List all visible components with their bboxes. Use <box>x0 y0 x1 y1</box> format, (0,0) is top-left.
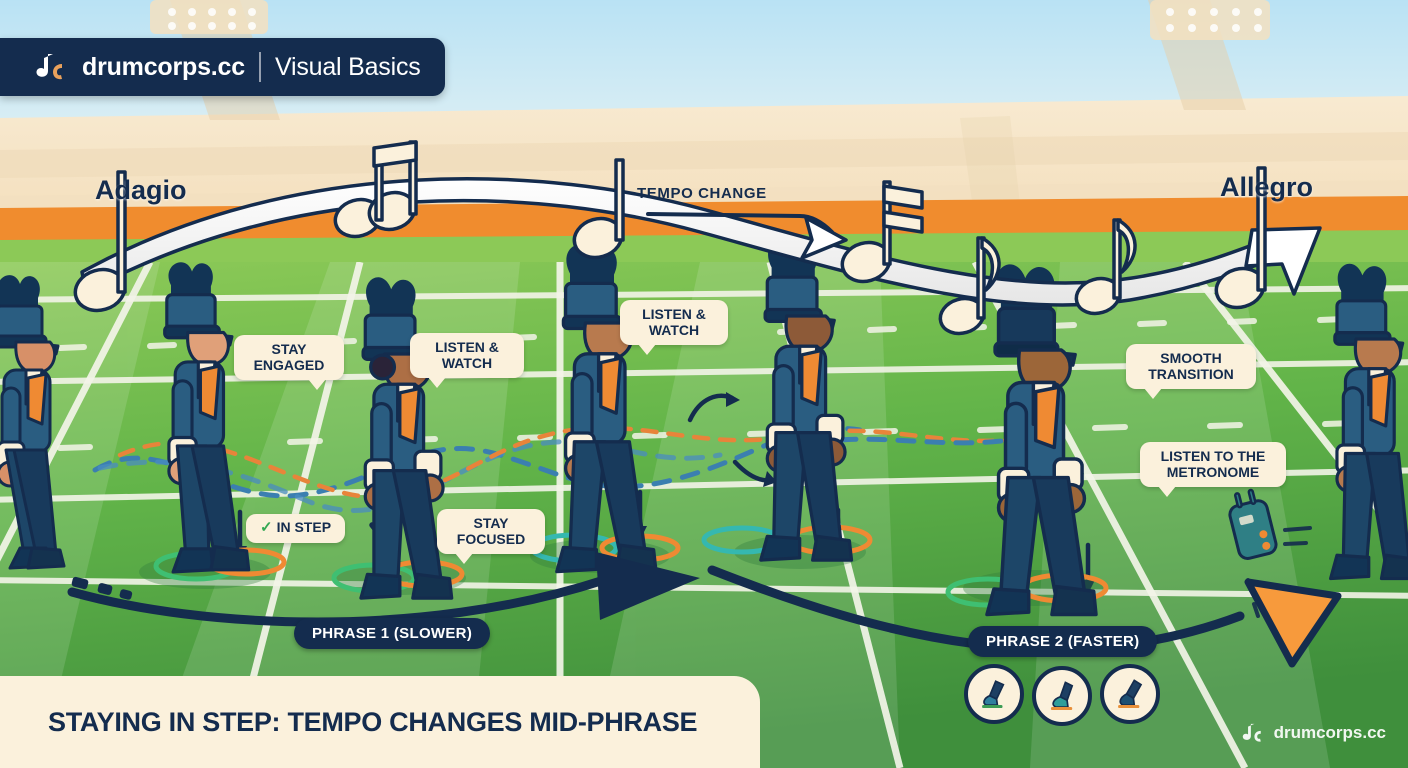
tempo-change-label: TEMPO CHANGE <box>637 185 767 202</box>
foot-step-icon <box>982 680 1005 709</box>
phrase-1-pill: PHRASE 1 (SLOWER) <box>294 618 491 649</box>
foot-step-icon <box>1050 681 1074 711</box>
callout-in-step: ✓IN STEP <box>246 514 346 543</box>
header-badge: drumcorps.cc Visual Basics <box>0 38 445 96</box>
music-notes <box>73 140 1267 336</box>
tempo-start-label: Adagio <box>95 175 187 205</box>
title-plate: STAYING IN STEP: TEMPO CHANGES MID-PHRAS… <box>0 676 760 768</box>
footstep-icon-2 <box>1032 666 1092 726</box>
metronome-icon <box>1228 488 1278 560</box>
phrase-2-pill: PHRASE 2 (FASTER) <box>968 626 1158 657</box>
header-brand: drumcorps.cc <box>82 52 245 81</box>
check-icon: ✓ <box>260 519 273 536</box>
callout-listen-watch-2: LISTEN &WATCH <box>620 300 728 356</box>
callout-text: LISTEN &WATCH <box>435 339 499 371</box>
header-section: Visual Basics <box>274 52 421 81</box>
callout-listen-watch-1: LISTEN &WATCH <box>410 333 524 389</box>
page-title: STAYING IN STEP: TEMPO CHANGES MID-PHRAS… <box>48 706 698 737</box>
dc-note-logo-icon <box>1242 723 1261 742</box>
footstep-icon-3 <box>1100 664 1160 724</box>
foot-step-icon <box>1118 679 1143 709</box>
header-divider <box>258 52 261 82</box>
tempo-end-label: Allegro <box>1220 172 1314 202</box>
watermark-text: drumcorps.cc <box>1273 723 1386 742</box>
footstep-icon-1 <box>964 664 1024 724</box>
dc-note-logo-icon <box>36 54 62 80</box>
watermark: drumcorps.cc <box>1241 722 1386 744</box>
callout-text: LISTEN &WATCH <box>642 306 706 338</box>
callout-text: IN STEP <box>276 519 332 535</box>
